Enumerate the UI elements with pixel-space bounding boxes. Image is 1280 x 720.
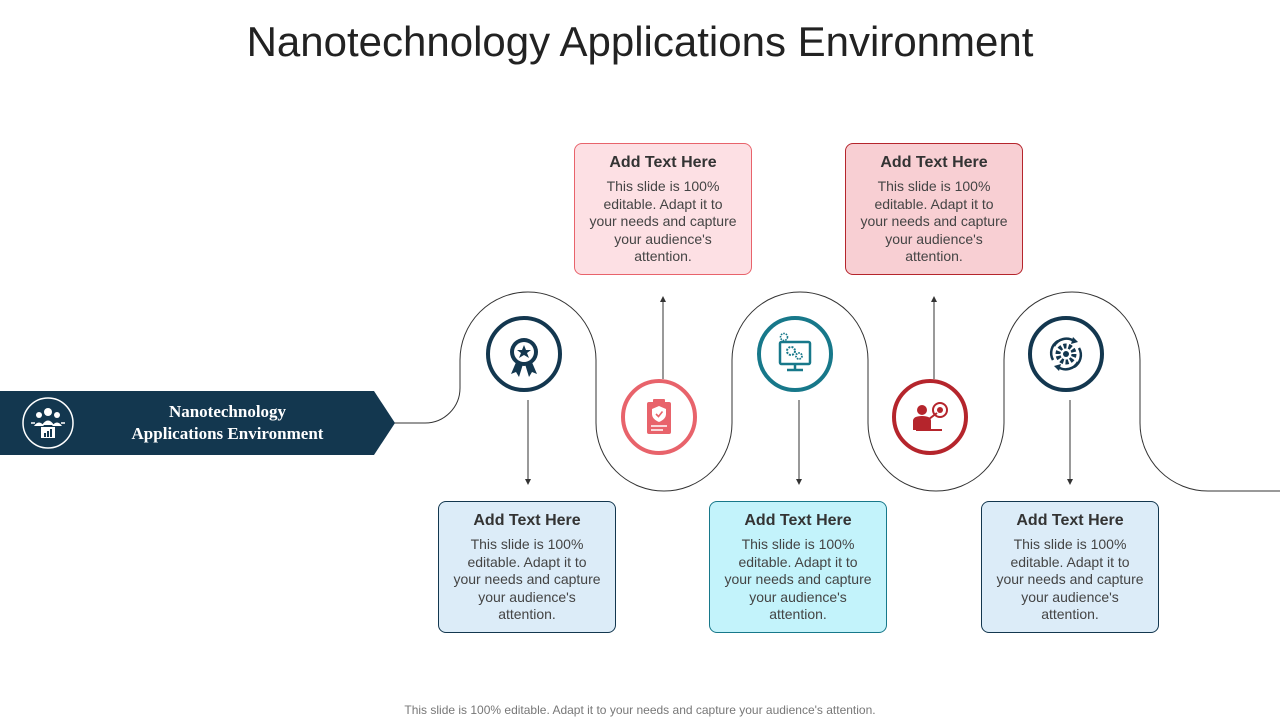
box-heading: Add Text Here — [473, 512, 581, 529]
text-box-top-2: Add Text Here This slide is 100% editabl… — [845, 143, 1023, 275]
text-box-bottom-2: Add Text Here This slide is 100% editabl… — [709, 501, 887, 633]
footer-note: This slide is 100% editable. Adapt it to… — [404, 703, 876, 717]
clipboard-shield-icon — [647, 399, 671, 434]
award-badge-icon — [510, 338, 538, 377]
arrow-down-2 — [796, 400, 802, 485]
node-gear — [1028, 316, 1104, 392]
banner: Nanotechnology Applications Environment — [0, 391, 395, 455]
text-box-bottom-3: Add Text Here This slide is 100% editabl… — [981, 501, 1159, 633]
box-heading: Add Text Here — [1016, 512, 1124, 529]
node-monitor — [757, 316, 833, 392]
arrow-down-3 — [1067, 400, 1073, 485]
box-body: This slide is 100% editable. Adapt it to… — [453, 536, 601, 622]
node-clipboard — [621, 379, 697, 455]
page-title: Nanotechnology Applications Environment — [246, 18, 1034, 65]
gear-cycle-icon — [1049, 337, 1083, 371]
box-body: This slide is 100% editable. Adapt it to… — [860, 178, 1008, 264]
node-award — [486, 316, 562, 392]
arrow-up-2 — [931, 296, 937, 379]
box-body: This slide is 100% editable. Adapt it to… — [589, 178, 737, 264]
text-box-bottom-1: Add Text Here This slide is 100% editabl… — [438, 501, 616, 633]
presenter-target-icon — [913, 402, 948, 431]
box-heading: Add Text Here — [744, 512, 852, 529]
box-body: This slide is 100% editable. Adapt it to… — [996, 536, 1144, 622]
banner-label: Nanotechnology Applications Environment — [100, 391, 355, 455]
text-box-top-1: Add Text Here This slide is 100% editabl… — [574, 143, 752, 275]
wave-line — [394, 291, 1280, 492]
monitor-gears-icon — [778, 332, 812, 372]
arrow-down-1 — [525, 400, 531, 485]
team-analytics-icon — [21, 396, 75, 450]
box-heading: Add Text Here — [880, 154, 988, 171]
banner-line-1: Nanotechnology — [168, 402, 287, 421]
node-presenter — [892, 379, 968, 455]
banner-shape — [0, 391, 395, 455]
banner-line-2: Applications Environment — [131, 424, 324, 443]
box-body: This slide is 100% editable. Adapt it to… — [724, 536, 872, 622]
arrow-up-1 — [660, 296, 666, 379]
box-heading: Add Text Here — [609, 154, 717, 171]
